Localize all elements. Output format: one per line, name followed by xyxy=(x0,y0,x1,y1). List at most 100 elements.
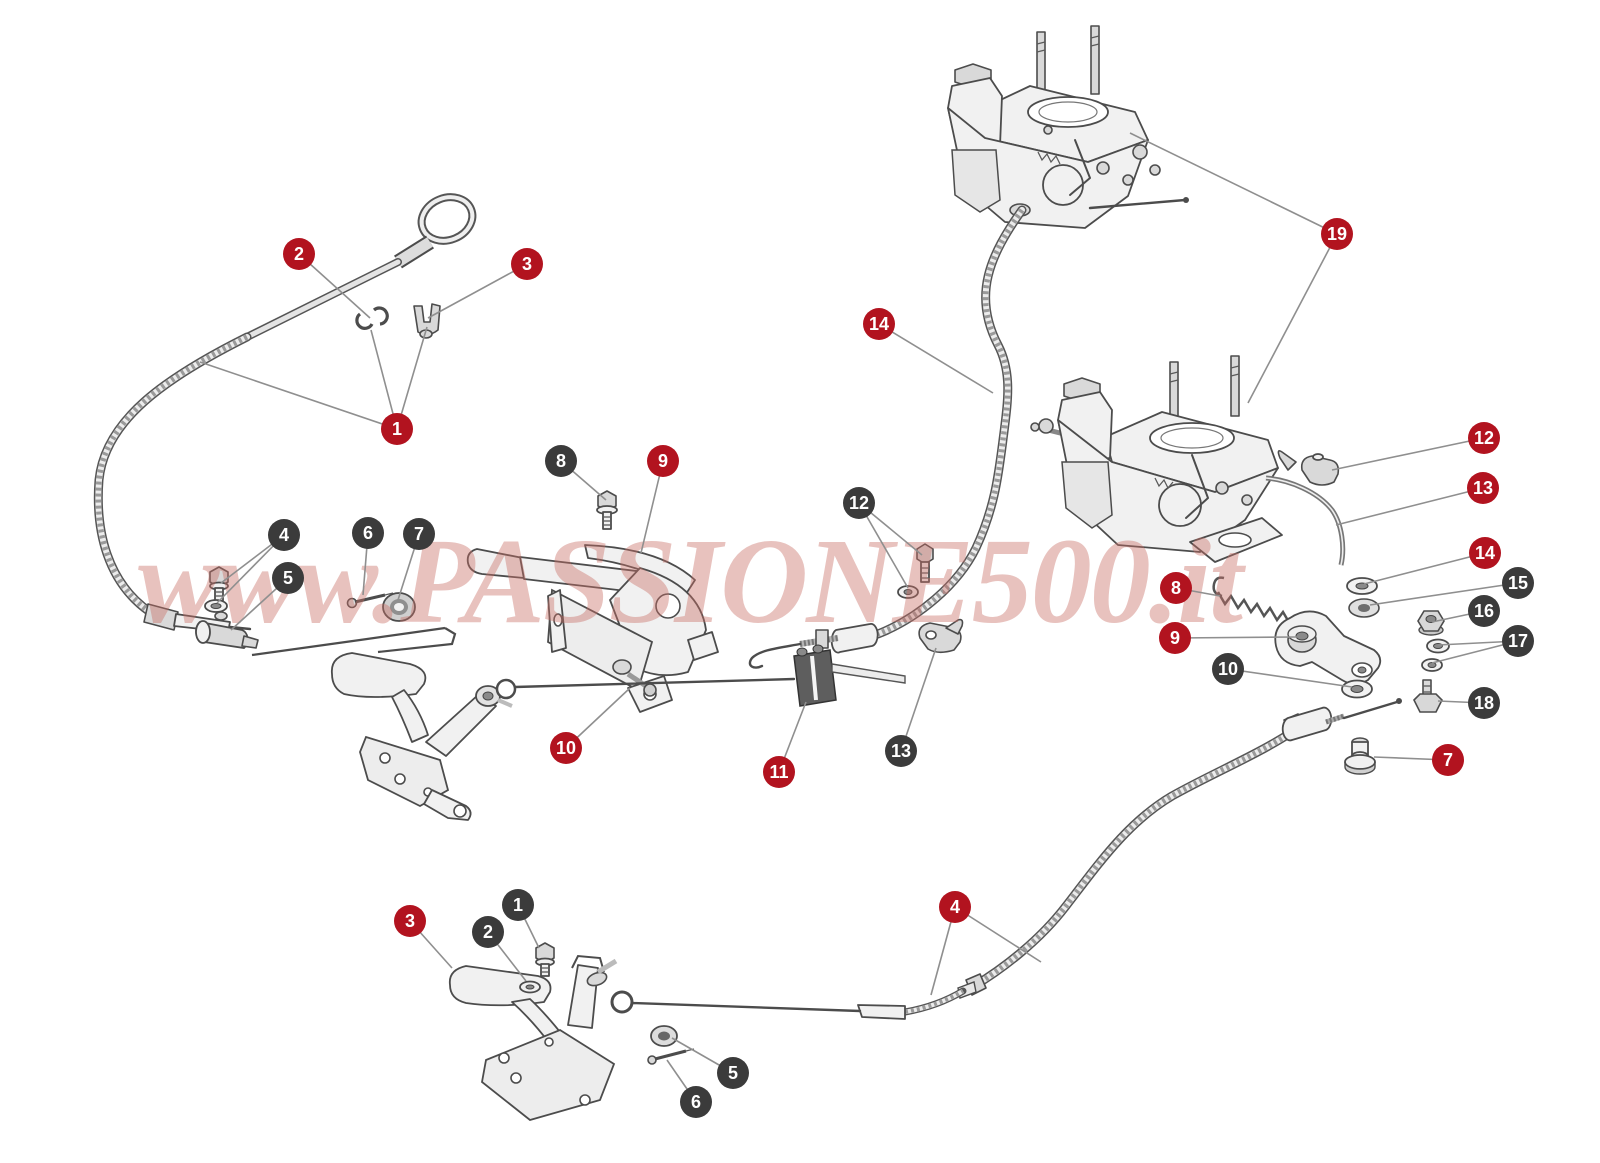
leader-line xyxy=(370,329,398,430)
svg-text:14: 14 xyxy=(1475,543,1495,563)
svg-text:7: 7 xyxy=(1443,750,1453,770)
callout-13-dark: 13 xyxy=(885,735,917,767)
svg-text:6: 6 xyxy=(691,1092,701,1112)
rod-clamp-drawing xyxy=(1277,450,1340,486)
svg-text:13: 13 xyxy=(891,741,911,761)
svg-text:2: 2 xyxy=(483,922,493,942)
callout-7-dark: 7 xyxy=(403,518,435,550)
callout-19-red: 19 xyxy=(1321,218,1353,250)
trunnion-block-drawing xyxy=(793,644,906,707)
callout-12-red: 12 xyxy=(1468,422,1500,454)
leader-line xyxy=(427,263,528,319)
callout-18-dark: 18 xyxy=(1468,687,1500,719)
svg-text:4: 4 xyxy=(279,525,289,545)
svg-text:10: 10 xyxy=(1218,659,1238,679)
leader-line xyxy=(1331,437,1485,471)
svg-text:8: 8 xyxy=(556,451,566,471)
relay-lever-drawing xyxy=(330,652,513,821)
svg-text:6: 6 xyxy=(363,523,373,543)
callout-16-dark: 16 xyxy=(1468,595,1500,627)
callout-9-red: 9 xyxy=(647,445,679,477)
svg-text:12: 12 xyxy=(1474,428,1494,448)
svg-text:14: 14 xyxy=(869,314,889,334)
leader-line xyxy=(199,361,398,430)
callout-10-red: 10 xyxy=(550,732,582,764)
svg-text:9: 9 xyxy=(1170,628,1180,648)
hand-lever-assembly-drawing xyxy=(466,490,796,713)
leader-line xyxy=(1129,132,1338,235)
callout-7-red: 7 xyxy=(1432,744,1464,776)
svg-text:3: 3 xyxy=(522,254,532,274)
upper-carburetor-drawing xyxy=(947,25,1189,229)
svg-text:4: 4 xyxy=(950,897,960,917)
callout-10-dark: 10 xyxy=(1212,653,1244,685)
leader-line xyxy=(878,323,994,394)
callout-6-dark: 6 xyxy=(680,1086,712,1118)
svg-text:9: 9 xyxy=(658,451,668,471)
svg-text:11: 11 xyxy=(769,762,788,782)
cable-clevis-drawing xyxy=(413,303,441,339)
right-washers-nuts-drawing xyxy=(1341,577,1450,713)
callout-2-dark: 2 xyxy=(472,916,504,948)
leader-line xyxy=(1335,487,1484,526)
svg-text:8: 8 xyxy=(1171,578,1181,598)
leader-line xyxy=(1363,552,1486,585)
pedal-stop-pin-drawing xyxy=(1344,737,1376,775)
svg-text:16: 16 xyxy=(1474,601,1494,621)
lower-carburetor-drawing xyxy=(1030,355,1283,563)
callout-8-red: 8 xyxy=(1160,572,1192,604)
callout-5-dark: 5 xyxy=(717,1057,749,1089)
svg-text:3: 3 xyxy=(405,911,415,931)
callout-13-red: 13 xyxy=(1467,472,1499,504)
leader-line xyxy=(396,326,428,430)
callout-2-red: 2 xyxy=(283,238,315,270)
callout-17-dark: 17 xyxy=(1502,625,1534,657)
callout-8-dark: 8 xyxy=(545,445,577,477)
clamp-screw-drawing xyxy=(897,543,934,599)
callout-4-red: 4 xyxy=(939,891,971,923)
svg-text:15: 15 xyxy=(1508,573,1528,593)
callout-1-dark: 1 xyxy=(502,889,534,921)
svg-text:19: 19 xyxy=(1327,224,1347,244)
cable-stop-clamp-drawing xyxy=(918,618,964,654)
svg-text:7: 7 xyxy=(414,524,424,544)
callout-12-dark: 12 xyxy=(843,487,875,519)
svg-text:1: 1 xyxy=(392,419,402,439)
svg-text:12: 12 xyxy=(849,493,869,513)
svg-text:2: 2 xyxy=(294,244,304,264)
leader-line xyxy=(858,502,909,589)
callout-3-red: 3 xyxy=(394,905,426,937)
callout-15-dark: 15 xyxy=(1502,567,1534,599)
svg-text:13: 13 xyxy=(1473,478,1493,498)
svg-text:1: 1 xyxy=(513,895,523,915)
leader-line xyxy=(1227,668,1353,688)
callout-14-red: 14 xyxy=(1469,537,1501,569)
leader-line xyxy=(1369,582,1519,606)
svg-text:18: 18 xyxy=(1474,693,1494,713)
watermark-text: www.PASSIONE500.it xyxy=(138,514,1246,649)
callout-1-red: 1 xyxy=(381,413,413,445)
accelerator-pedal-drawing xyxy=(448,942,695,1121)
svg-text:5: 5 xyxy=(283,568,293,588)
callout-4-dark: 4 xyxy=(268,519,300,551)
lower-accelerator-cable-drawing xyxy=(630,698,1402,1020)
leader-line xyxy=(900,647,937,752)
left-fasteners-drawing xyxy=(195,566,416,649)
svg-text:5: 5 xyxy=(728,1063,738,1083)
callout-14-red: 14 xyxy=(863,308,895,340)
svg-text:10: 10 xyxy=(556,738,576,758)
callout-3-red: 3 xyxy=(511,248,543,280)
main-throttle-cable-drawing xyxy=(748,205,1027,669)
throttle-link-rod-drawing xyxy=(1265,475,1346,566)
leader-line xyxy=(1174,636,1298,639)
svg-text:17: 17 xyxy=(1508,631,1528,651)
leader-line xyxy=(954,906,1042,963)
callout-6-dark: 6 xyxy=(352,517,384,549)
leader-line xyxy=(1247,233,1338,404)
throttle-relay-lever-drawing xyxy=(1274,610,1382,685)
callout-9-red: 9 xyxy=(1159,622,1191,654)
callout-5-dark: 5 xyxy=(272,562,304,594)
